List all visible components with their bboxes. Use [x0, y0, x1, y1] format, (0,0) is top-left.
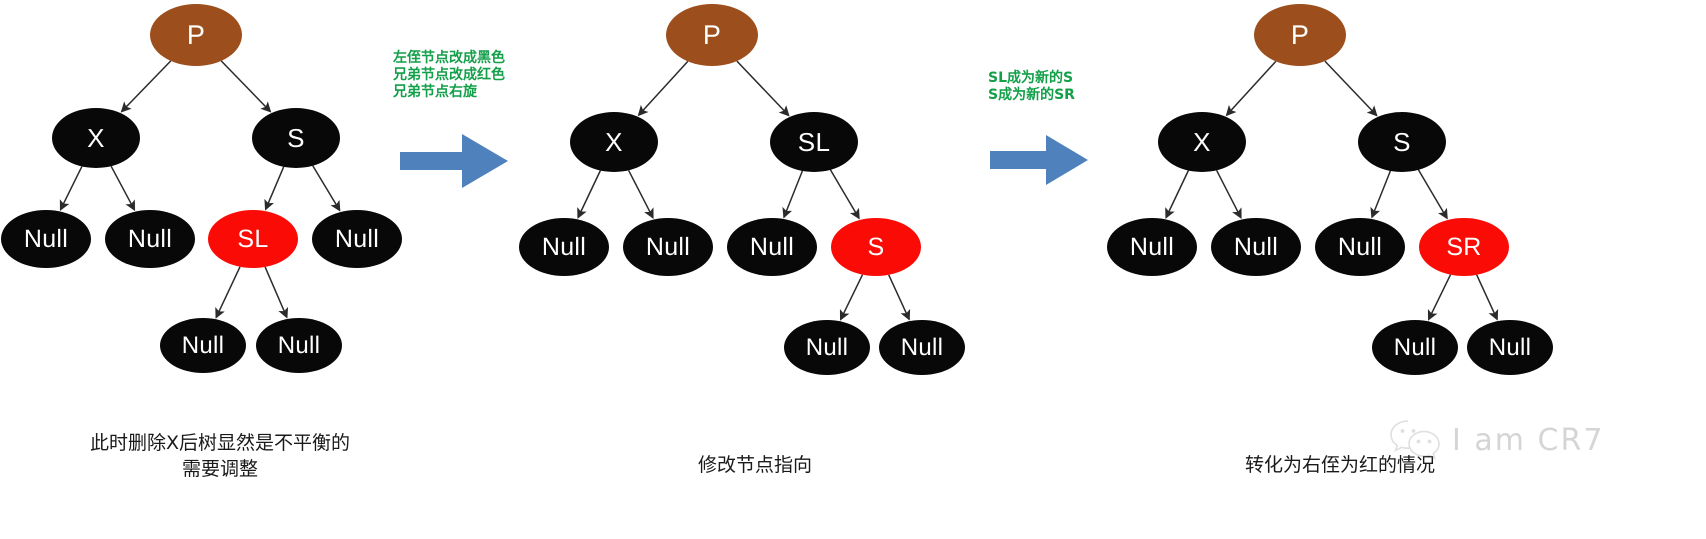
- tree-node-null-p3-3: Null: [1107, 218, 1197, 276]
- tree-node-label: S: [867, 232, 885, 261]
- tree-node-null-p1-3: Null: [1, 210, 91, 268]
- tree-node-sr-p3-6: SR: [1419, 218, 1509, 276]
- panel-caption-2: 修改节点指向: [697, 454, 812, 476]
- tree-node-null-p1-6: Null: [312, 210, 402, 268]
- tree-node-label: P: [1290, 19, 1310, 50]
- tree-node-label: Null: [1488, 333, 1532, 361]
- tree-node-x-p1-1: X: [52, 108, 140, 168]
- tree-node-label: X: [605, 126, 623, 157]
- tree-node-label: Null: [23, 224, 69, 253]
- tree-node-label: SL: [797, 126, 831, 157]
- tree-node-label: P: [186, 19, 206, 50]
- tree-node-label: Null: [127, 224, 173, 253]
- tree-edge-s-sr: [1417, 169, 1448, 220]
- tree-edge-sl-n4: [215, 266, 241, 319]
- tree-node-null-p3-5: Null: [1315, 218, 1405, 276]
- tree-node-s-p3-2: S: [1358, 112, 1446, 172]
- tree-node-label: X: [1193, 126, 1211, 157]
- annotation-label-2: SL成为新的S S成为新的SR: [988, 70, 1075, 103]
- tree-node-label: Null: [749, 232, 795, 261]
- tree-edge-s-n4: [839, 274, 864, 321]
- tree-node-label: Null: [334, 224, 380, 253]
- tree-node-sl-p2-2: SL: [770, 112, 858, 172]
- tree-node-label: S: [1393, 126, 1411, 157]
- transition-arrow-1: [400, 132, 510, 195]
- tree-edge-sr-n5: [1476, 274, 1499, 321]
- tree-edge-p-sl: [736, 60, 790, 117]
- annotation-label-1: 左侄节点改成黑色 兄弟节点改成红色 兄弟节点右旋: [393, 50, 505, 100]
- tree-node-label: Null: [900, 333, 944, 361]
- tree-edge-p-s: [220, 60, 272, 113]
- tree-edge-x-n2: [110, 165, 136, 212]
- tree-node-s-p2-6: S: [831, 218, 921, 276]
- tree-node-label: Null: [1337, 232, 1383, 261]
- tree-edge-x-n2: [1215, 169, 1242, 220]
- tree-node-null-p3-4: Null: [1211, 218, 1301, 276]
- tree-node-null-p2-4: Null: [623, 218, 713, 276]
- tree-edge-sl-n5: [264, 266, 289, 319]
- panel-caption-3: 转化为右侄为红的情况: [1244, 454, 1435, 476]
- tree-node-label: S: [287, 122, 305, 153]
- tree-edge-sr-n4: [1427, 274, 1452, 321]
- tree-node-null-p2-5: Null: [727, 218, 817, 276]
- tree-node-null-p3-7: Null: [1372, 320, 1458, 375]
- tree-node-null-p1-8: Null: [256, 318, 342, 373]
- tree-node-p-p3-0: P: [1254, 4, 1346, 66]
- tree-edge-sl-n3: [782, 170, 804, 219]
- tree-edge-p-x: [120, 60, 172, 113]
- tree-node-null-p2-8: Null: [879, 320, 965, 375]
- tree-node-label: Null: [805, 333, 849, 361]
- tree-node-label: X: [87, 122, 105, 153]
- arrow-right-icon: [990, 135, 1088, 185]
- tree-node-x-p3-1: X: [1158, 112, 1246, 172]
- tree-node-null-p2-3: Null: [519, 218, 609, 276]
- tree-edge-s-n5: [888, 274, 911, 321]
- panel-caption-1: 此时删除X后树显然是不平衡的 需要调整: [89, 432, 351, 480]
- tree-node-label: P: [702, 19, 722, 50]
- tree-edge-p-s: [1324, 60, 1378, 117]
- tree-edge-x-n2: [627, 169, 654, 220]
- tree-node-label: Null: [1393, 333, 1437, 361]
- tree-node-null-p1-4: Null: [105, 210, 195, 268]
- tree-edge-s-n3: [312, 165, 341, 212]
- arrow-right-icon: [400, 134, 508, 188]
- tree-node-x-p2-1: X: [570, 112, 658, 172]
- tree-node-label: Null: [645, 232, 691, 261]
- watermark: I am CR7: [1388, 418, 1604, 462]
- tree-node-label: Null: [1129, 232, 1175, 261]
- tree-edge-s-sl: [264, 166, 285, 211]
- tree-node-p-p2-0: P: [666, 4, 758, 66]
- tree-edge-x-n1: [1165, 170, 1190, 219]
- tree-node-label: SR: [1446, 232, 1482, 261]
- transition-arrow-2: [990, 133, 1090, 192]
- tree-node-label: Null: [1233, 232, 1279, 261]
- watermark-text: I am CR7: [1452, 422, 1605, 458]
- tree-node-label: SL: [237, 224, 269, 253]
- tree-node-label: Null: [277, 331, 321, 359]
- tree-node-p-p1-0: P: [150, 4, 242, 66]
- tree-node-null-p2-7: Null: [784, 320, 870, 375]
- tree-edge-sl-s: [829, 169, 860, 220]
- tree-edge-p-x: [637, 60, 689, 117]
- tree-edge-x-n1: [577, 170, 602, 219]
- tree-edge-p-x: [1225, 60, 1277, 117]
- tree-node-null-p3-8: Null: [1467, 320, 1553, 375]
- tree-node-s-p1-2: S: [252, 108, 340, 168]
- wechat-icon: [1390, 420, 1440, 460]
- tree-node-sl-p1-5: SL: [208, 210, 298, 268]
- tree-edge-s-n3: [1370, 170, 1392, 219]
- tree-node-label: Null: [541, 232, 587, 261]
- tree-node-label: Null: [181, 331, 225, 359]
- tree-edge-x-n1: [59, 166, 83, 211]
- tree-node-null-p1-7: Null: [160, 318, 246, 373]
